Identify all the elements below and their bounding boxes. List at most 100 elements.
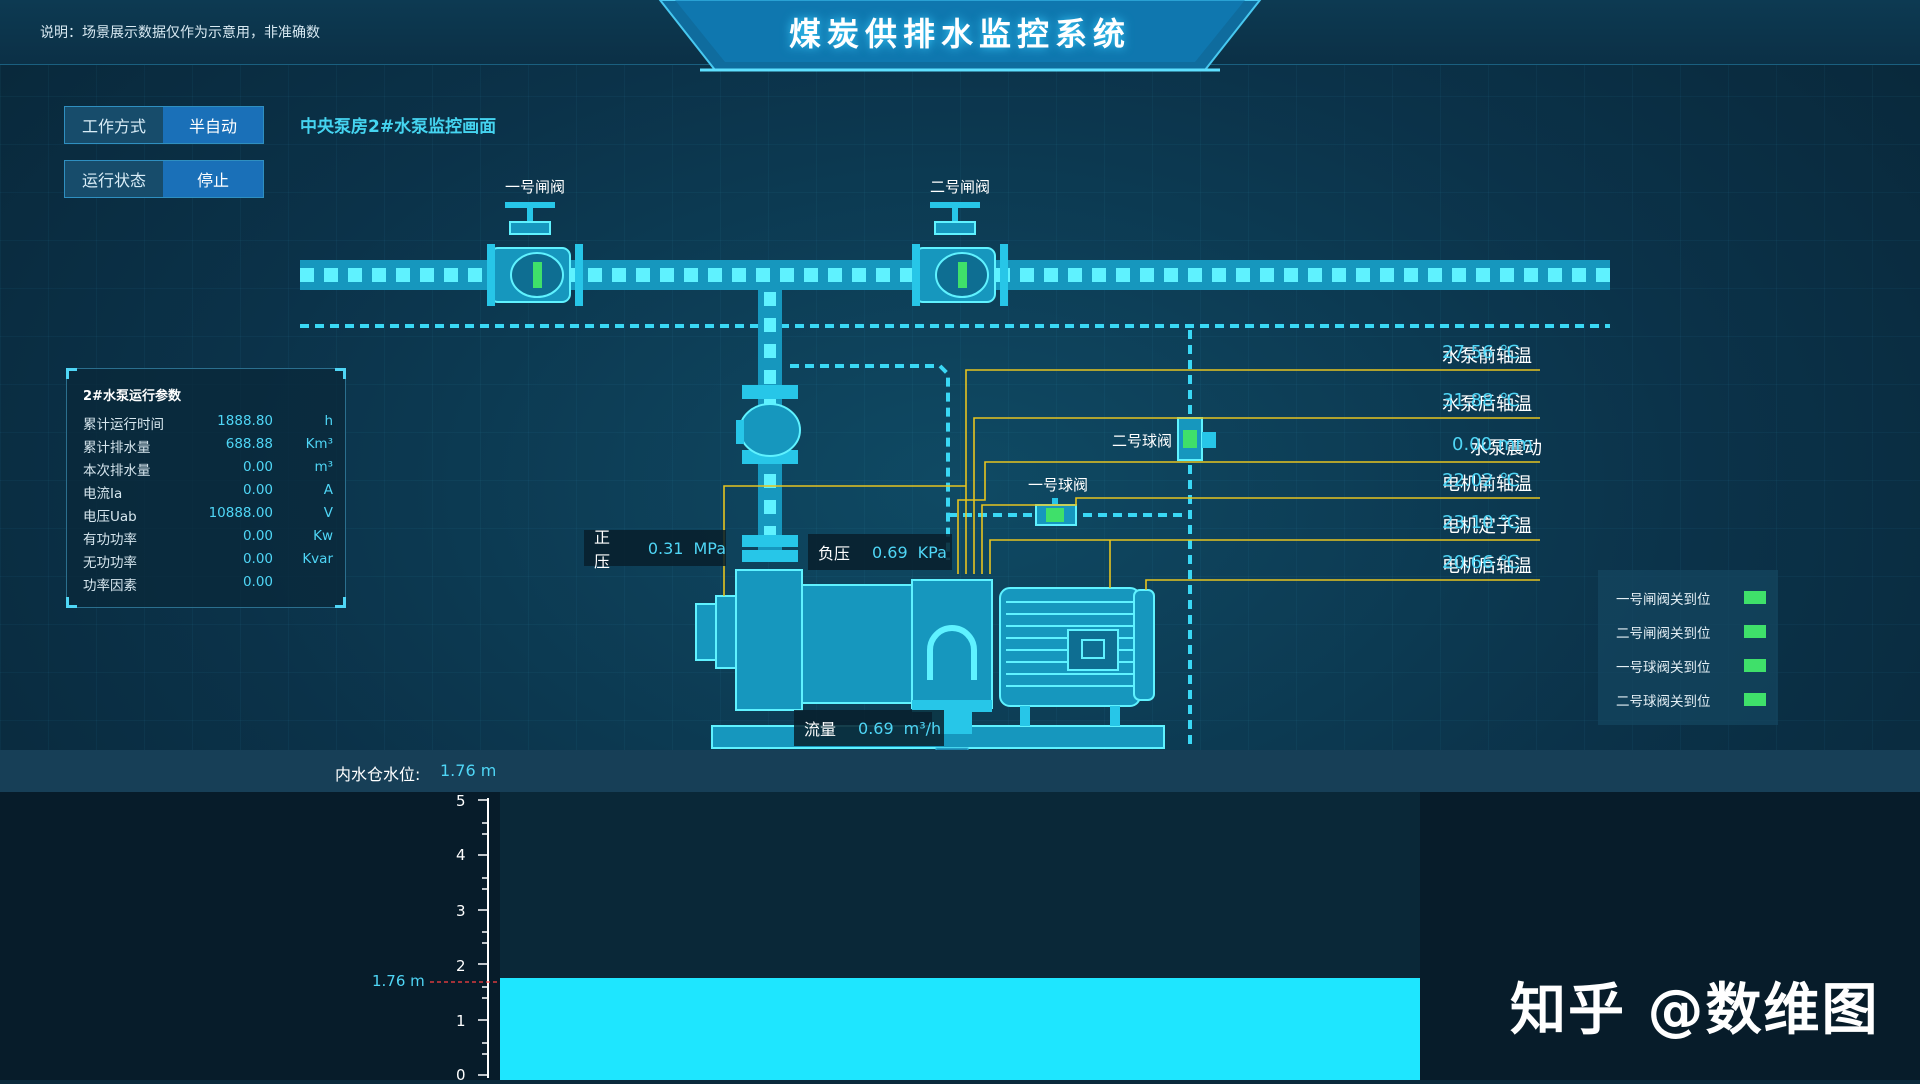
positive-pressure-box: 正压 0.31 MPa bbox=[584, 528, 726, 571]
water-level-value: 1.76 m bbox=[440, 761, 497, 780]
param-unit: A bbox=[323, 482, 333, 498]
param-value: 0.00 bbox=[242, 528, 273, 544]
negative-pressure-box: 负压 0.69 KPa bbox=[808, 534, 952, 570]
reading-label: 水泵震动 bbox=[1470, 438, 1542, 459]
leader-lines bbox=[723, 369, 1540, 596]
status-indicator bbox=[1744, 693, 1766, 706]
param-label: 电流Ia bbox=[83, 486, 123, 502]
param-label: 本次排水量 bbox=[83, 463, 151, 479]
param-value: 0.00 bbox=[242, 574, 273, 590]
param-unit: Km³ bbox=[305, 436, 333, 452]
pump-params-panel: 2#水泵运行参数 累计运行时间 1888.80 h 累计排水量 688.88 Km³ 本… bbox=[66, 368, 346, 608]
status-indicator bbox=[1744, 591, 1766, 604]
flow-unit: m³/h bbox=[903, 718, 942, 738]
scale-tick: 4 bbox=[456, 846, 466, 864]
params-title: 2#水泵运行参数 bbox=[83, 389, 181, 404]
param-row: 有功功率 0.00 Kw bbox=[83, 528, 333, 548]
title-banner bbox=[658, 0, 1262, 72]
param-unit: Kvar bbox=[302, 551, 333, 567]
flow-value: 0.69 bbox=[858, 718, 894, 738]
positive-pressure-label: 正压 bbox=[594, 528, 611, 571]
param-unit: V bbox=[323, 505, 333, 521]
panel-corner bbox=[335, 597, 346, 608]
reading-value: 0.00 mm bbox=[1452, 434, 1533, 455]
negative-pressure-label: 负压 bbox=[818, 544, 851, 563]
scale-tick: 1 bbox=[456, 1012, 466, 1030]
ball-valve-1-label: 一号球阀 bbox=[1028, 476, 1089, 494]
pump-casing bbox=[735, 569, 803, 711]
scale-tick: 0 bbox=[456, 1066, 466, 1084]
param-label: 累计运行时间 bbox=[83, 417, 164, 433]
water-level-band bbox=[0, 750, 1920, 792]
status-indicator bbox=[1744, 659, 1766, 672]
legend-label: 一号球阀关到位 bbox=[1616, 660, 1711, 676]
reading-value: 20.66 ℃ bbox=[1442, 552, 1520, 573]
param-row: 功率因素 0.00 bbox=[83, 574, 333, 594]
flow-box: 流量 0.69 m³/h bbox=[794, 710, 944, 746]
reading-value: 31.88 ℃ bbox=[1442, 390, 1520, 411]
reading-value: 23.10 ℃ bbox=[1442, 512, 1520, 533]
reading-value: 27.56 ℃ bbox=[1442, 342, 1520, 363]
param-value: 1888.80 bbox=[217, 413, 273, 429]
legend-item: 二号球阀关到位 bbox=[1616, 690, 1766, 710]
param-row: 本次排水量 0.00 m³ bbox=[83, 459, 333, 479]
scale-tick: 2 bbox=[456, 957, 466, 975]
panel-corner bbox=[66, 368, 77, 379]
flow-label: 流量 bbox=[804, 720, 837, 739]
disclaimer-note: 说明：场景展示数据仅作为示意用，非准确数 bbox=[40, 25, 320, 41]
positive-pressure-value: 0.31 bbox=[647, 538, 684, 558]
negative-pressure-unit: KPa bbox=[917, 542, 947, 562]
param-row: 电压Uab 10888.00 V bbox=[83, 505, 333, 525]
work-mode-label: 工作方式 bbox=[65, 107, 163, 143]
param-unit: Kw bbox=[313, 528, 333, 544]
run-state-label: 运行状态 bbox=[65, 161, 163, 197]
watermark: 知乎 @数维图 bbox=[1510, 978, 1880, 1043]
param-label: 电压Uab bbox=[83, 509, 137, 525]
ball-valve-2-label: 二号球阀 bbox=[1112, 432, 1173, 450]
reading-label: 水泵后轴温 bbox=[1442, 394, 1532, 415]
ball-valve-1 bbox=[1035, 498, 1077, 526]
reading-label: 水泵前轴温 bbox=[1442, 346, 1532, 367]
positive-pressure-unit: MPa bbox=[693, 538, 726, 558]
reading-value: 22.02 ℃ bbox=[1442, 470, 1520, 491]
param-label: 累计排水量 bbox=[83, 440, 151, 456]
run-state-box: 运行状态 停止 bbox=[64, 160, 264, 198]
legend-item: 一号闸阀关到位 bbox=[1616, 588, 1766, 608]
param-value: 0.00 bbox=[242, 459, 273, 475]
param-row: 累计运行时间 1888.80 h bbox=[83, 413, 333, 433]
screen-subtitle: 中央泵房2#水泵监控画面 bbox=[300, 117, 497, 137]
legend-label: 二号闸阀关到位 bbox=[1616, 626, 1711, 642]
param-value: 688.88 bbox=[225, 436, 273, 452]
param-unit: h bbox=[324, 413, 333, 429]
legend-item: 一号球阀关到位 bbox=[1616, 656, 1766, 676]
status-indicator bbox=[1744, 625, 1766, 638]
param-label: 有功功率 bbox=[83, 532, 137, 548]
water-level-marker: 1.76 m bbox=[372, 972, 425, 990]
page-title: 煤炭供排水监控系统 bbox=[788, 15, 1131, 53]
water-level-label: 内水仓水位: bbox=[335, 765, 421, 784]
param-row: 累计排水量 688.88 Km³ bbox=[83, 436, 333, 456]
gate-valve-2 bbox=[912, 202, 1008, 306]
scale-tick: 5 bbox=[456, 792, 466, 810]
check-valve bbox=[736, 385, 801, 562]
param-label: 功率因素 bbox=[83, 578, 137, 594]
legend-label: 一号闸阀关到位 bbox=[1616, 592, 1711, 608]
gate-valve-1 bbox=[487, 202, 583, 306]
param-unit: m³ bbox=[314, 459, 333, 475]
legend-item: 二号闸阀关到位 bbox=[1616, 622, 1766, 642]
run-state-value[interactable]: 停止 bbox=[163, 161, 263, 197]
param-value: 10888.00 bbox=[208, 505, 273, 521]
reading-label: 电机后轴温 bbox=[1442, 556, 1532, 577]
work-mode-value[interactable]: 半自动 bbox=[163, 107, 263, 143]
panel-corner bbox=[335, 368, 346, 379]
gate-valve-1-label: 一号闸阀 bbox=[505, 178, 566, 196]
param-value: 0.00 bbox=[242, 551, 273, 567]
valve-status-legend: 一号闸阀关到位 二号闸阀关到位 一号球阀关到位 二号球阀关到位 bbox=[1598, 570, 1778, 725]
